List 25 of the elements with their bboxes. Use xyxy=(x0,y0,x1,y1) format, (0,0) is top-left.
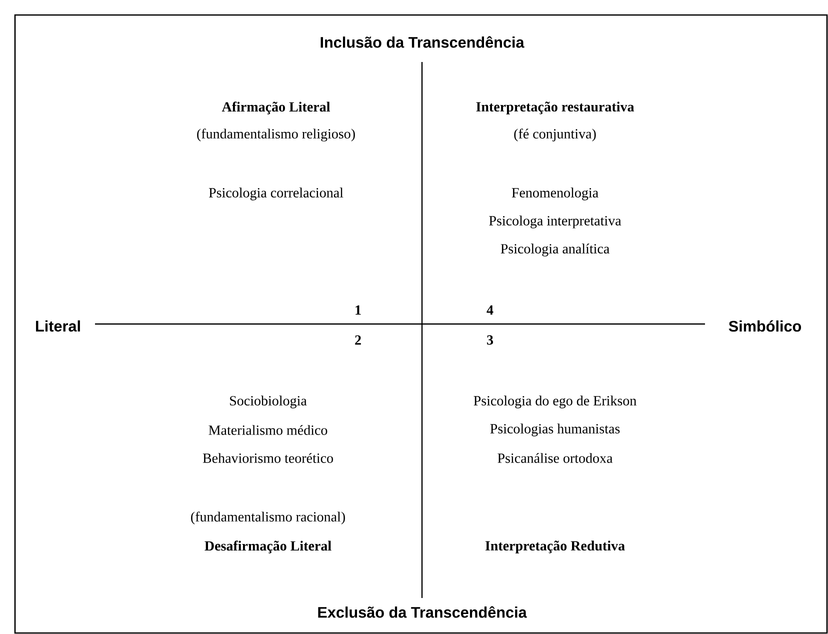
quadrant-item: Psicologia correlacional xyxy=(208,188,344,200)
quadrant-number: 1 xyxy=(356,305,361,315)
quadrant-heading: Interpretação Redutiva xyxy=(485,540,625,554)
quadrant-item: Psicologa interpretativa xyxy=(489,216,622,228)
axis-label: Inclusão da Transcendência xyxy=(320,36,524,48)
axis-label: Exclusão da Transcendência xyxy=(318,606,527,618)
quadrant-subtitle: (fé conjuntiva) xyxy=(514,128,596,142)
quadrant-number: 3 xyxy=(487,335,494,345)
quadrant-subtitle: (fundamentalismo racional) xyxy=(191,512,345,524)
quadrant-subtitle: (fundamentalismo religioso) xyxy=(197,128,355,142)
quadrant-heading: Afirmação Literal xyxy=(222,102,330,114)
quadrant-item: Fenomenologia xyxy=(512,188,598,200)
quadrant-item: Psicanálise ortodoxa xyxy=(498,453,613,463)
quadrant-number: 2 xyxy=(355,335,361,345)
axis-label: Literal xyxy=(36,320,80,332)
quadrant-number: 4 xyxy=(486,305,494,315)
axis-label: Simbólico xyxy=(728,320,802,332)
quadrant-item: Materialismo médico xyxy=(208,425,328,435)
quadrant-item: Psicologia analítica xyxy=(500,244,610,256)
quadrant-item: Sociobiologia xyxy=(230,396,307,408)
quadrant-heading: Desafirmação Literal xyxy=(204,540,332,554)
quadrant-item: Psicologia do ego de Erikson xyxy=(474,396,636,408)
quadrant-item: Behaviorismo teorético xyxy=(202,453,333,463)
quadrant-item: Psicologias humanistas xyxy=(490,424,620,436)
quadrant-heading: Interpretação restaurativa xyxy=(476,102,634,114)
